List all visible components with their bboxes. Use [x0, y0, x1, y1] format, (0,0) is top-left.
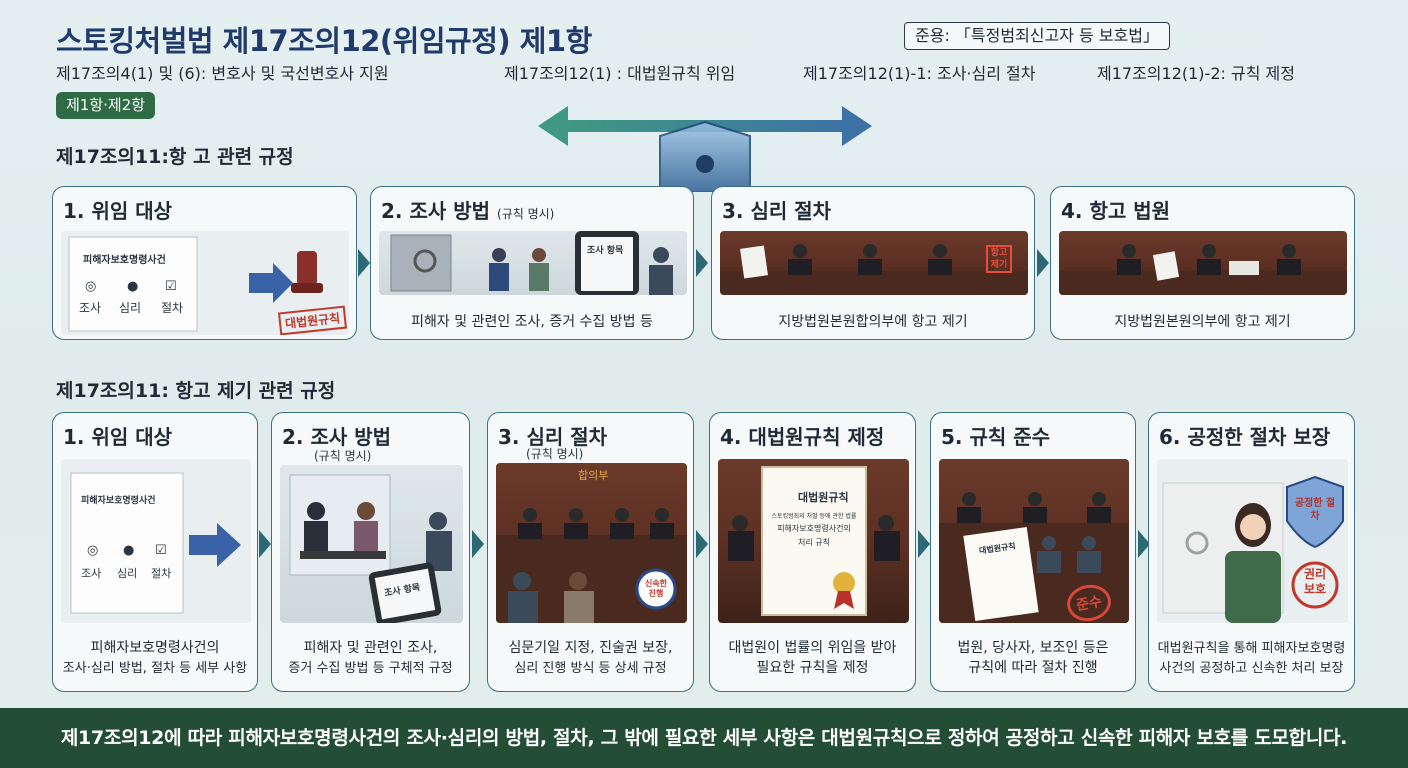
s1-card-hearing-procedure: 3. 심리 절차 항고 제기 지방법원본원합의부에 항고 제기 — [711, 186, 1035, 340]
s2-card1-illustration: 피해자보호명령사건 ◎ ● ☑ 조사 심리 절차 — [61, 459, 251, 623]
s2-card6-caption-line1: 대법원규칙을 통해 피해자보호명령 — [1157, 641, 1346, 656]
s1-card2-title: 2. 조사 방법 — [381, 199, 491, 223]
icon-label-procedure: 절차 — [161, 301, 184, 315]
s2-card-rule-compliance: 5. 규칙 준수 대법원규칙 준수 법원, 당사자, 보조인 등은 규칙에 따라… — [930, 412, 1136, 692]
s1-card1-illustration: 피해자보호명령사건 ◎ ● ☑ 조사 심리 절차 대법원규칙 — [61, 231, 349, 335]
s2-card5-caption-line1: 법원, 당사자, 보조인 등은 — [957, 640, 1109, 656]
s2-card4-caption-line2: 필요한 규칙을 제정 — [756, 660, 869, 676]
s2-card4-caption-line1: 대법원이 법률의 위임을 받아 — [728, 640, 897, 656]
chevron-right-icon — [918, 530, 930, 558]
s2-card4-doc-title: 대법원규칙 — [798, 491, 849, 504]
paragraph-badge: 제1항·제2항 — [56, 92, 156, 119]
s1-card4-caption: 지방법원본원의부에 항고 제기 — [1114, 314, 1291, 330]
s1-card2-caption: 피해자 및 관련인 조사, 증거 수집 방법 등 — [411, 314, 653, 330]
ref-article-17-12-1: 제17조의12(1) : 대법원규칙 위임 — [504, 64, 736, 83]
s2-card2-title: 2. 조사 방법 — [282, 425, 392, 449]
s1-card2-tablet-title: 조사 항목 — [587, 246, 624, 256]
icon-label-procedure: 절차 — [151, 567, 172, 580]
s2-card-rule-enactment: 4. 대법원규칙 제정 대법원규칙 스토킹범죄의 처벌 등에 관한 법률 피해자… — [709, 412, 916, 692]
s1-card3-title: 3. 심리 절차 — [722, 199, 832, 223]
icon-label-investigation: 조사 — [79, 301, 102, 315]
chevron-right-icon — [358, 249, 370, 277]
s2-card4-doc-line2: 피해자보호명령사건의 — [777, 524, 851, 533]
s2-card3-title: 3. 심리 절차 — [498, 425, 608, 449]
ref-article-17-12-1-2: 제17조의12(1)-2: 규칙 제정 — [1097, 64, 1295, 83]
s1-card3-stamp: 항고 제기 — [986, 245, 1012, 273]
chevron-right-icon — [1138, 530, 1150, 558]
s1-card1-doc-title: 피해자보호명령사건 — [83, 255, 166, 266]
apply-law-box: 준용: 「특정범죄신고자 등 보호법」 — [904, 22, 1171, 50]
s2-card1-title: 1. 위임 대상 — [63, 425, 173, 449]
icon-label-hearing: 심리 — [117, 567, 138, 580]
s2-card3-courtroom: 합의부 신속한 진행 — [496, 463, 687, 623]
s2-card2-caption-line1: 피해자 및 관련인 조사, — [303, 640, 438, 656]
ref-article-17-4: 제17조의4(1) 및 (6): 변호사 및 국선변호사 지원 — [56, 64, 389, 83]
s2-card6-illustration: 공정한 절차 권리 보호 — [1157, 459, 1348, 623]
investigate-icon: ◎ — [85, 279, 97, 294]
s2-card6-title: 6. 공정한 절차 보장 — [1159, 425, 1331, 449]
s2-card-investigation-method: 2. 조사 방법 (규칙 명시) 조사 항목 피해자 및 관련인 조사, 증거 … — [271, 412, 470, 692]
s2-card6-shield-label: 공정한 절차 — [1294, 498, 1336, 522]
s1-card1-title: 1. 위임 대상 — [63, 199, 173, 223]
footer-summary: 제17조의12에 따라 피해자보호명령사건의 조사·심리의 방법, 절차, 그 … — [0, 708, 1408, 768]
s2-card-delegation-target: 1. 위임 대상 피해자보호명령사건 ◎ ● ☑ 조사 심리 절차 피해자보호명… — [52, 412, 258, 692]
s1-card2-illustration: 조사 항목 — [379, 231, 687, 295]
s1-card2-title-note: (규칙 명시) — [497, 207, 555, 221]
s1-card4-title: 4. 항고 법원 — [1061, 199, 1171, 223]
s2-card3-title-note: (규칙 명시) — [526, 447, 584, 461]
investigate-icon: ◎ — [87, 543, 99, 558]
chevron-right-icon — [259, 530, 271, 558]
s1-card-appeal-court: 4. 항고 법원 지방법원본원의부에 항고 제기 — [1050, 186, 1355, 340]
s2-card2-illustration: 조사 항목 — [280, 465, 463, 623]
s2-card5-caption-line2: 규칙에 따라 절차 진행 — [968, 660, 1098, 676]
s2-card6-caption-line2: 사건의 공정하고 신속한 처리 보장 — [1159, 661, 1344, 676]
chevron-right-icon — [1037, 249, 1049, 277]
s2-card5-courtroom: 대법원규칙 준수 — [939, 459, 1129, 623]
ref-article-17-12-1-1: 제17조의12(1)-1: 조사·심리 절차 — [803, 64, 1036, 83]
s1-card4-courtroom — [1059, 231, 1347, 295]
s1-card3-caption: 지방법원본원합의부에 항고 제기 — [778, 314, 968, 330]
chevron-right-icon — [472, 530, 484, 558]
chevron-right-icon — [696, 530, 708, 558]
s2-card4-illustration: 대법원규칙 스토킹범죄의 처벌 등에 관한 법률 피해자보호명령사건의 처리 규… — [718, 459, 909, 623]
s2-card3-bench-label: 합의부 — [578, 469, 609, 482]
person-icon: ● — [123, 543, 135, 558]
s2-card1-caption-line1: 피해자보호명령사건의 — [90, 640, 220, 656]
checklist-icon: ☑ — [155, 543, 167, 558]
s2-card3-speed-badge: 신속한 진행 — [644, 579, 668, 598]
s2-card3-caption-line1: 심문기일 지정, 진술권 보장, — [508, 640, 673, 656]
section1-label: 제17조의11:항 고 관련 규정 — [56, 146, 294, 168]
page-title: 스토킹처벌법 제17조의12(위임규정) 제1항 — [56, 24, 592, 58]
s2-card5-title: 5. 규칙 준수 — [941, 425, 1051, 449]
s2-card1-doc-title: 피해자보호명령사건 — [81, 496, 156, 506]
s2-card6-stamp: 권리 보호 — [1303, 567, 1327, 596]
s2-card2-title-note: (규칙 명시) — [314, 449, 372, 463]
shield-arrow-icon — [538, 106, 872, 192]
section2-label: 제17조의11: 항고 제기 관련 규정 — [56, 380, 336, 402]
checklist-icon: ☑ — [165, 279, 177, 294]
s2-card4-doc-line3: 처리 규칙 — [798, 538, 830, 547]
icon-label-investigation: 조사 — [81, 567, 102, 580]
s2-card3-caption-line2: 심리 진행 방식 등 상세 규정 — [514, 661, 667, 676]
chevron-right-icon — [696, 249, 708, 277]
s2-card-hearing-procedure: 3. 심리 절차 (규칙 명시) 합의부 신속한 진행 심문기일 지정, 진술권… — [487, 412, 694, 692]
s2-card-fair-procedure: 6. 공정한 절차 보장 공정한 절차 권리 보호 대법원규칙을 통해 피해자보… — [1148, 412, 1355, 692]
s1-card-delegation-target: 1. 위임 대상 피해자보호명령사건 ◎ ● ☑ 조사 심리 절차 대법원규칙 — [52, 186, 357, 340]
s1-card-investigation-method: 2. 조사 방법 (규칙 명시) 조사 항목 피해자 및 관련인 조사, 증거 … — [370, 186, 694, 340]
s2-card2-caption-line2: 증거 수집 방법 등 구체적 규정 — [288, 661, 453, 676]
s1-card3-courtroom: 항고 제기 — [720, 231, 1028, 295]
s2-card4-doc-line1: 스토킹범죄의 처벌 등에 관한 법률 — [771, 513, 857, 520]
s1-card2-title-wrap: 2. 조사 방법 (규칙 명시) — [381, 195, 554, 224]
s2-card4-title: 4. 대법원규칙 제정 — [720, 425, 885, 449]
s2-card1-caption-line2: 조사·심리 방법, 절차 등 세부 사항 — [62, 661, 248, 676]
icon-label-hearing: 심리 — [119, 301, 142, 315]
person-icon: ● — [127, 279, 139, 294]
